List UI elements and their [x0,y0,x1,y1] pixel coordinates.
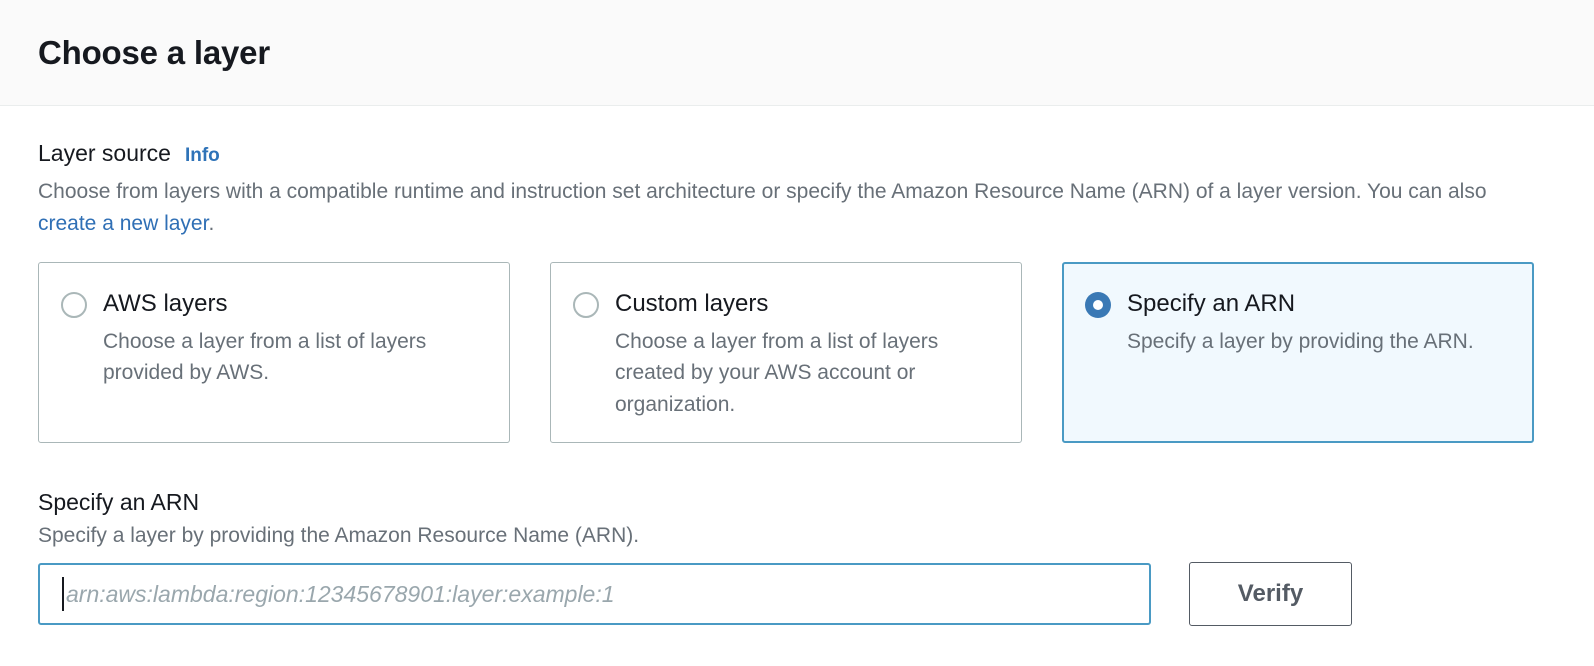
arn-section-description: Specify a layer by providing the Amazon … [38,524,640,548]
radio-tile-aws-layers[interactable]: AWS layers Choose a layer from a list of… [38,261,510,444]
radio-tile-text: Custom layers Choose a layer from a list… [615,289,997,421]
radio-tile-text: Specify an ARN Specify a layer by provid… [1127,289,1474,358]
radio-tile-title: Specify an ARN [1127,289,1296,317]
layer-source-description: Choose from layers with a compatible run… [38,176,1498,240]
radio-icon-specify-an-arn[interactable] [1085,291,1111,318]
modal-body: Layer source Info Choose from layers wit… [0,106,1594,627]
layer-source-description-text-1: Choose from layers with a compatible run… [38,180,1487,203]
layer-source-label: Layer source [38,140,171,166]
radio-tile-description: Choose a layer from a list of layers pro… [103,329,427,385]
radio-dot [1093,299,1103,310]
info-link[interactable]: Info [184,145,220,166]
layer-source-radio-group: AWS layers Choose a layer from a list of… [38,261,1556,444]
radio-tile-description: Choose a layer from a list of layers cre… [615,329,939,416]
radio-tile-description: Specify a layer by providing the ARN. [1127,329,1474,353]
layer-source-label-row: Layer source Info [38,140,1556,167]
radio-icon-custom-layers[interactable] [573,291,599,318]
verify-button[interactable]: Verify [1189,562,1352,627]
arn-input-wrapper [38,563,1151,626]
layer-source-description-text-2: . [208,211,215,235]
arn-section-heading: Specify an ARN [38,489,200,516]
radio-tile-title: Custom layers [615,289,769,317]
text-cursor [62,577,64,612]
radio-icon-aws-layers[interactable] [61,291,87,318]
arn-section: Specify an ARN Specify a layer by provid… [38,489,1556,627]
radio-tile-text: AWS layers Choose a layer from a list of… [103,289,485,389]
page-title: Choose a layer [38,33,270,71]
radio-tile-title: AWS layers [103,289,228,317]
radio-tile-custom-layers[interactable]: Custom layers Choose a layer from a list… [550,261,1022,444]
modal-header: Choose a layer [0,0,1594,106]
arn-input[interactable] [38,563,1151,626]
create-a-new-layer-link[interactable]: create a new layer [38,211,209,235]
radio-tile-specify-an-arn[interactable]: Specify an ARN Specify a layer by provid… [1062,261,1534,444]
arn-input-row: Verify [38,562,1556,627]
